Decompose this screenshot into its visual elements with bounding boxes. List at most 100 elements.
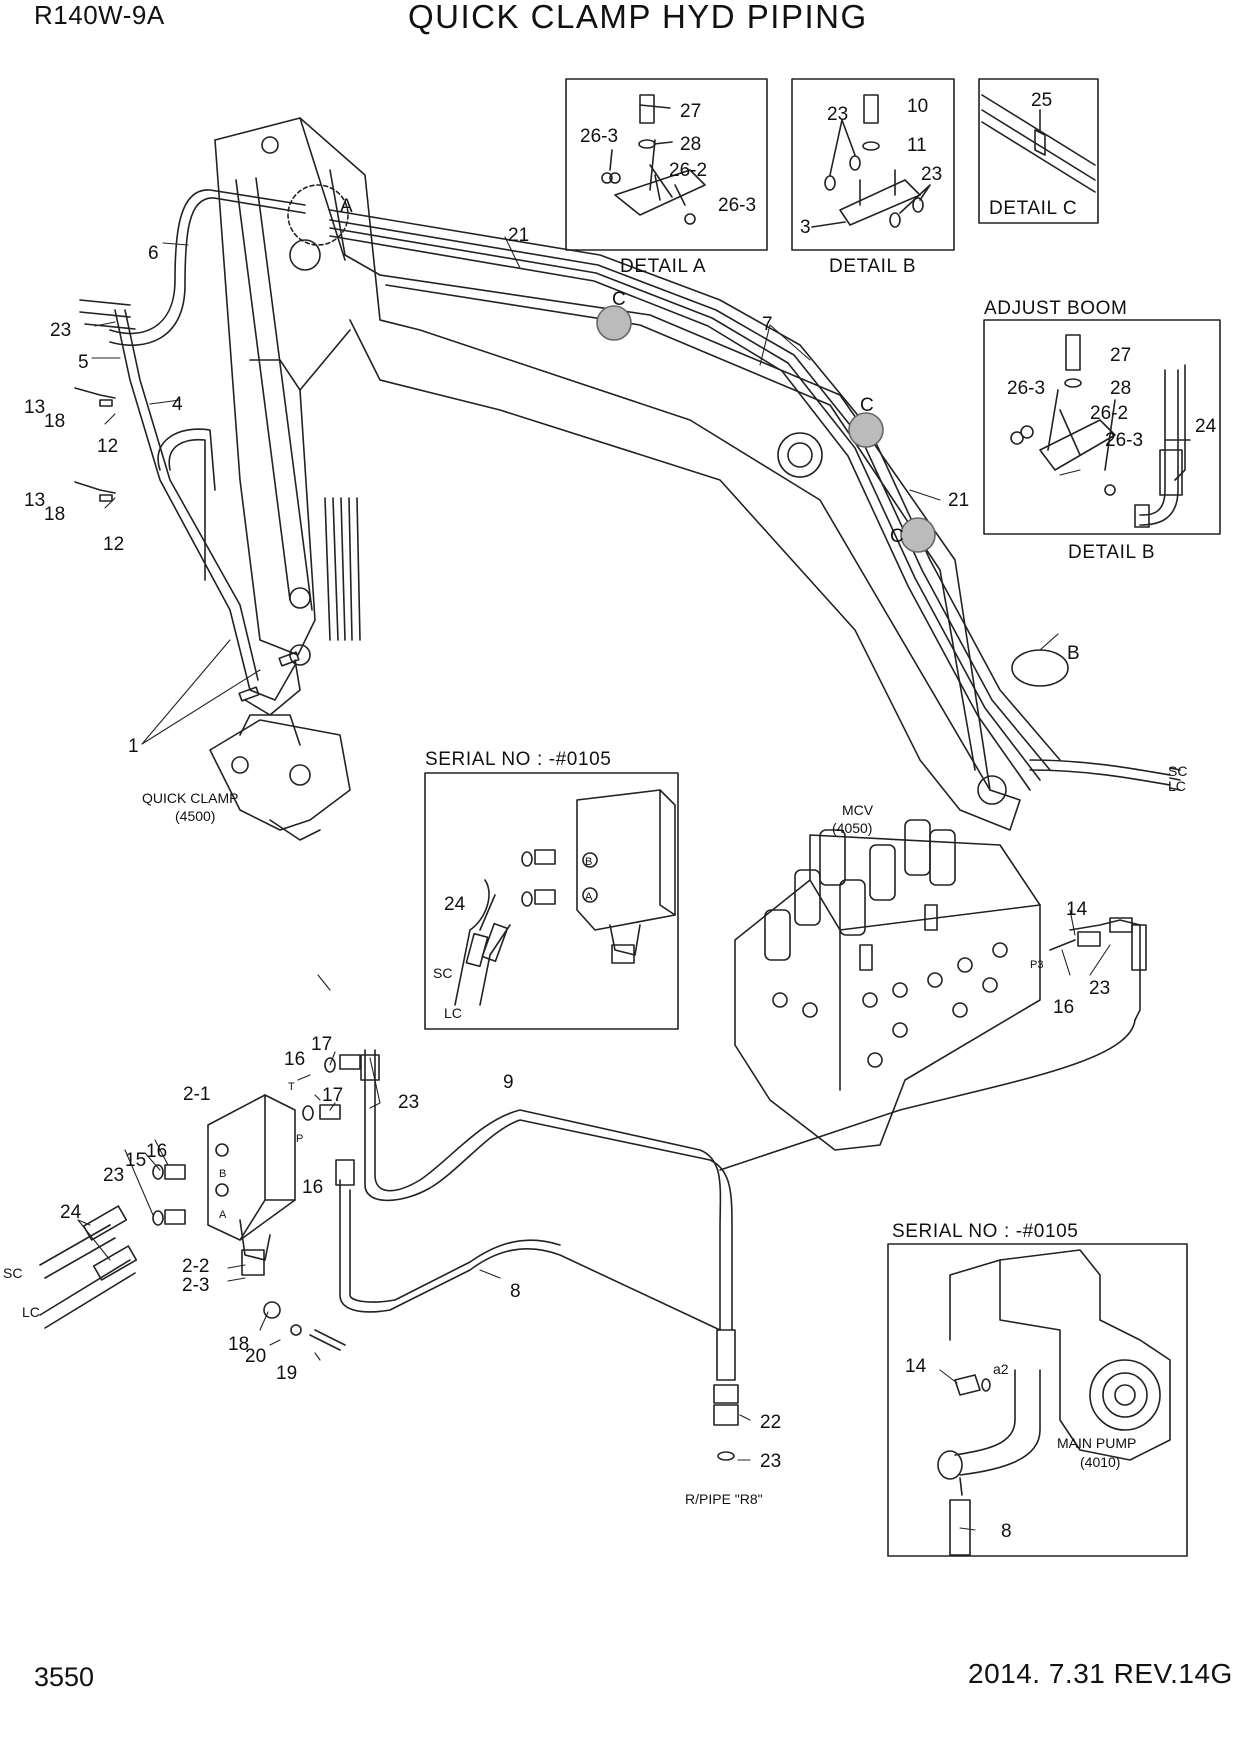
detail-ref: A [340, 196, 353, 217]
part-label: 2-2 [182, 1256, 209, 1277]
part-label: 25 [1031, 90, 1052, 111]
part-label: 8 [510, 1281, 521, 1302]
part-label: 9 [503, 1072, 514, 1093]
part-label: 2-3 [182, 1275, 209, 1296]
part-label: 7 [762, 314, 773, 335]
part-label: 24 [1195, 416, 1217, 437]
detail-b-box [791, 78, 955, 251]
main-pump-name: MAIN PUMP [1057, 1435, 1136, 1451]
part-label: 23 [760, 1451, 781, 1472]
detail-c-box [978, 78, 1099, 224]
port-label: B [585, 856, 592, 868]
part-label: 23 [50, 320, 71, 341]
valve-port-p: P [296, 1133, 303, 1145]
line-label-lc: LC [1168, 778, 1186, 794]
boom-structure [214, 117, 1021, 831]
detail-ref: B [1067, 643, 1080, 664]
quick-clamp-assembly [209, 714, 351, 841]
part-label: 21 [508, 225, 529, 246]
serial-pump-title: SERIAL NO : -#0105 [892, 1221, 1078, 1242]
boom-hoses [329, 209, 1181, 791]
part-label: 14 [905, 1356, 927, 1377]
part-label: 26-2 [669, 160, 707, 181]
part-label: 15 [125, 1150, 146, 1171]
part-label: 18 [44, 411, 65, 432]
part-label: 26-3 [580, 126, 618, 147]
arm-hoses [74, 189, 306, 716]
part-label: 6 [148, 243, 159, 264]
part-label: 19 [276, 1363, 297, 1384]
line-label-sc: SC [3, 1265, 22, 1281]
detail-a-caption: DETAIL A [620, 256, 706, 277]
quick-clamp-code: (4500) [175, 808, 215, 824]
quick-clamp-valve [39, 1054, 361, 1351]
part-label: 16 [146, 1141, 167, 1162]
detail-ref: C [612, 289, 626, 310]
line-label-sc: SC [1168, 763, 1187, 779]
part-label: 5 [78, 352, 89, 373]
part-label: 17 [322, 1085, 343, 1106]
part-label: 26-3 [1007, 378, 1045, 399]
part-label: 26-2 [1090, 403, 1128, 424]
serial-valve-box [424, 772, 679, 1030]
part-label: 13 [24, 397, 45, 418]
part-label: 8 [1001, 1521, 1012, 1542]
part-label: 23 [827, 104, 848, 125]
detail-b-caption: DETAIL B [829, 256, 916, 277]
part-label: 27 [680, 101, 701, 122]
part-label: 28 [1110, 378, 1131, 399]
page-number: 3550 [34, 1662, 95, 1692]
leader-lines [77, 236, 1111, 1531]
detail-a-box [565, 78, 768, 251]
detail-ref: C [890, 526, 904, 547]
mcv-valve [719, 819, 1147, 1171]
main-hoses [335, 1049, 739, 1461]
detail-reference-marks [287, 184, 1069, 687]
part-label: 16 [284, 1049, 305, 1070]
part-label: 26-3 [1105, 430, 1143, 451]
line-label-sc: SC [433, 965, 452, 981]
line-label-lc: LC [444, 1005, 462, 1021]
port-label-a2: a2 [993, 1361, 1009, 1377]
adjust-boom-title: ADJUST BOOM [984, 298, 1128, 319]
part-label: 27 [1110, 345, 1131, 366]
line-label-lc: LC [22, 1304, 40, 1320]
return-pipe-label: R/PIPE "R8" [685, 1491, 763, 1507]
adjust-boom-box [983, 319, 1221, 535]
part-label: 16 [302, 1177, 323, 1198]
part-label: 14 [1066, 899, 1088, 920]
part-label: 17 [311, 1034, 332, 1055]
part-label: 24 [60, 1202, 82, 1223]
part-label: 23 [1089, 978, 1110, 999]
part-label: 4 [172, 394, 183, 415]
model-code: R140W-9A [34, 0, 165, 30]
part-label: 23 [921, 164, 942, 185]
part-label: 24 [444, 894, 466, 915]
part-label: 12 [97, 436, 118, 457]
part-label: 11 [907, 135, 927, 156]
part-label: 23 [398, 1092, 419, 1113]
part-label: 1 [128, 736, 139, 757]
mcv-code: (4050) [832, 820, 872, 836]
part-label: 26-3 [718, 195, 756, 216]
mcv-name: MCV [842, 802, 874, 818]
part-label: 10 [907, 96, 928, 117]
serial-valve-title: SERIAL NO : -#0105 [425, 749, 611, 770]
part-label: 12 [103, 534, 124, 555]
adjust-boom-caption: DETAIL B [1068, 542, 1155, 563]
revision-date: 2014. 7.31 REV.14G [968, 1658, 1233, 1689]
part-label: 16 [1053, 997, 1074, 1018]
part-label: 22 [760, 1412, 781, 1433]
port-label: A [585, 891, 593, 903]
part-label: 21 [948, 490, 969, 511]
valve-port-t: T [288, 1081, 295, 1093]
valve-port-a: A [219, 1209, 227, 1221]
part-label: 20 [245, 1346, 266, 1367]
valve-port-b: B [219, 1168, 226, 1180]
part-label: 2-1 [183, 1084, 210, 1105]
detail-ref: C [860, 395, 874, 416]
part-label: 18 [228, 1334, 249, 1355]
page-title: QUICK CLAMP HYD PIPING [408, 0, 868, 35]
